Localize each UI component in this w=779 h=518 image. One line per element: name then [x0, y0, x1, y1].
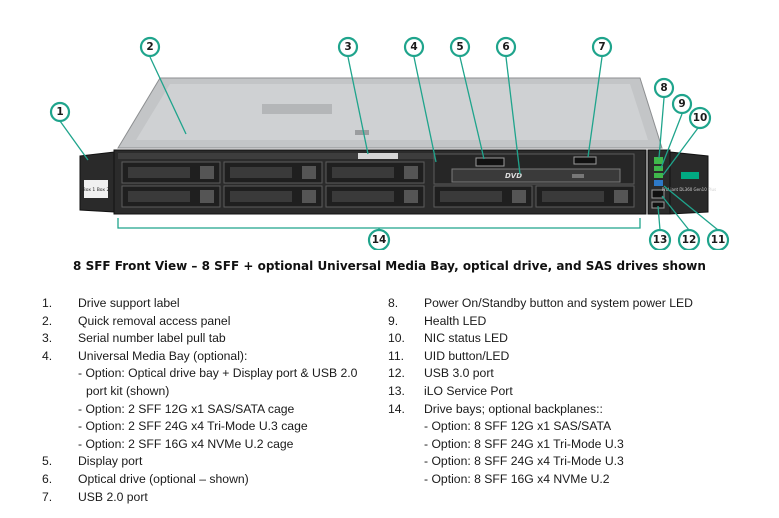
server-front-diagram: DVD Box 1 Box 2 ProLiant DL360 Gen10 Plu…	[49, 36, 730, 250]
callout-5: 5	[449, 36, 471, 58]
callout-1: 1	[49, 101, 71, 123]
legend-item: 3.Serial number label pull tab	[42, 331, 226, 346]
legend-sub-item: - Option: 8 SFF 12G x1 SAS/SATA	[424, 419, 612, 434]
legend-item: 11.UID button/LED	[388, 348, 510, 363]
svg-text:5: 5	[456, 41, 463, 53]
legend-sub-item: - Option: 2 SFF 24G x4 Tri-Mode U.3 cage	[78, 419, 308, 434]
chassis-top-highlight	[136, 84, 648, 140]
display-port[interactable]	[475, 157, 505, 167]
callout-9: 9	[671, 93, 693, 115]
drive-support-label	[84, 180, 108, 198]
svg-text:2: 2	[146, 41, 153, 53]
legend-item: 5.Display port	[42, 454, 143, 469]
legend-sub-item: port kit (shown)	[86, 383, 170, 398]
callout-7: 7	[591, 36, 613, 58]
svg-text:9: 9	[678, 98, 685, 110]
callout-10: 10	[688, 106, 712, 130]
svg-text:13: 13	[653, 234, 668, 246]
callout-14: 14	[367, 228, 391, 250]
legend-left: 1.Drive support label 2.Quick removal ac…	[42, 295, 382, 506]
svg-text:1: 1	[56, 106, 63, 118]
top-label-area	[262, 104, 332, 114]
legend-item: 7.USB 2.0 port	[42, 489, 148, 504]
svg-text:7: 7	[598, 41, 605, 53]
svg-text:11: 11	[711, 234, 726, 246]
callout-4: 4	[403, 36, 425, 58]
svg-text:6: 6	[502, 41, 509, 53]
legend-item: 1.Drive support label	[42, 296, 180, 310]
svg-text:12: 12	[682, 234, 697, 246]
optical-drive[interactable]	[451, 168, 621, 183]
hpe-logo	[681, 172, 699, 179]
bezel-vent-strip	[118, 153, 436, 159]
legend-sub-item: - Option: 8 SFF 24G x1 Tri-Mode U.3	[424, 436, 624, 451]
legend-item: 9.Health LED	[388, 313, 487, 328]
svg-text:8: 8	[660, 82, 667, 94]
callout-12: 12	[677, 228, 701, 250]
legend-sub-item: - Option: 2 SFF 16G x4 NVMe U.2 cage	[78, 436, 294, 451]
nic-status-led	[654, 173, 663, 178]
dvd-label: DVD	[505, 172, 522, 180]
legend-sub-item: - Option: 8 SFF 16G x4 NVMe U.2	[424, 471, 610, 486]
uid-button[interactable]	[654, 180, 663, 186]
legend-item: 10.NIC status LED	[388, 331, 508, 346]
drive-bays	[121, 161, 635, 208]
callout-6: 6	[495, 36, 517, 58]
callout-8: 8	[653, 77, 675, 99]
model-label: ProLiant DL360 Gen10 Plus	[662, 187, 716, 192]
figure-caption: 8 SFF Front View – 8 SFF + optional Univ…	[73, 259, 706, 273]
legend-item: 13.iLO Service Port	[388, 383, 513, 398]
legend-item: 2.Quick removal access panel	[42, 313, 231, 328]
usb-2-port[interactable]	[573, 156, 597, 165]
legend-item: 12.USB 3.0 port	[388, 366, 494, 381]
legend-item: 14.Drive bays; optional backplanes::	[388, 401, 603, 416]
serial-pull-tab	[358, 153, 398, 159]
svg-text:14: 14	[372, 234, 387, 246]
legend-sub-item: - Option: 2 SFF 12G x1 SAS/SATA cage	[78, 401, 295, 416]
power-button[interactable]	[654, 157, 663, 164]
svg-text:10: 10	[693, 112, 708, 124]
optical-eject-button[interactable]	[572, 174, 584, 178]
right-rack-ear	[669, 151, 709, 215]
legend-item: 6.Optical drive (optional – shown)	[42, 471, 249, 486]
callout-11: 11	[706, 228, 730, 250]
svg-text:3: 3	[344, 41, 351, 53]
usb-3-port[interactable]	[651, 189, 665, 199]
legend-item: 4.Universal Media Bay (optional):	[42, 348, 248, 363]
health-led	[654, 166, 663, 171]
legend-sub-item: - Option: 8 SFF 24G x4 Tri-Mode U.3	[424, 454, 624, 469]
legend-item: 8.Power On/Standby button and system pow…	[388, 296, 693, 310]
access-panel-latch	[355, 130, 369, 135]
callout-3: 3	[337, 36, 359, 58]
legend-right: 8.Power On/Standby button and system pow…	[388, 295, 768, 489]
legend-sub-item: - Option: Optical drive bay + Display po…	[78, 366, 358, 381]
svg-text:4: 4	[410, 41, 417, 53]
callout-2: 2	[139, 36, 161, 58]
drive-support-label-text: Box 1 Box 2	[83, 187, 110, 193]
callout-13: 13	[648, 228, 672, 250]
